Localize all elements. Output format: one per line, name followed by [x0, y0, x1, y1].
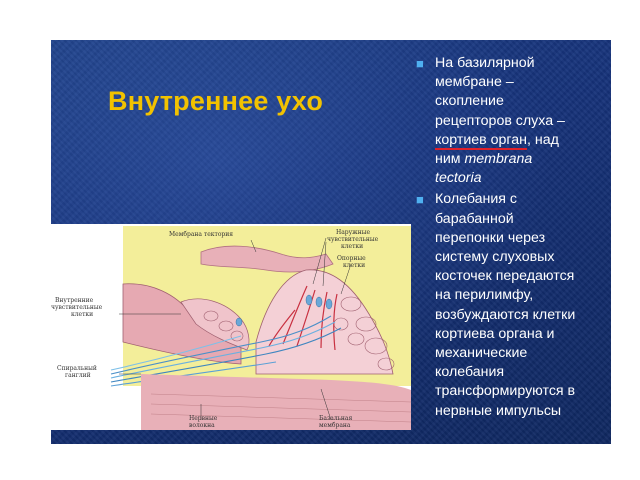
pillar-cells: [268, 285, 338, 351]
bullet-line: на перилимфу,: [435, 287, 534, 304]
underlined-term: кортиев орган: [435, 131, 527, 150]
bullet-line: возбуждаются клетки: [435, 306, 576, 323]
tectorial-membrane: [200, 245, 334, 273]
label-inner-sensory-cells: чувствительные: [51, 304, 103, 311]
bullet-line: мембране –: [435, 74, 514, 91]
bullet-line: Колебания с: [435, 191, 518, 208]
label-basal-membrane: мембрана: [319, 422, 351, 429]
label-outer-sensory-cells: Наружные: [336, 229, 370, 236]
bullet-square-icon: ■: [416, 56, 424, 71]
latin-term: membrana: [464, 151, 533, 168]
leader-lines: [119, 237, 352, 421]
bullet-line: На базилярной: [435, 55, 535, 71]
label-supporting-cells: Опорные: [337, 255, 366, 262]
cell-outlines: [203, 296, 395, 371]
label-inner-sensory-cells: клетки: [71, 311, 93, 318]
bullet-line: скопление: [435, 93, 504, 110]
bullet-line: колебания: [435, 364, 505, 381]
label-supporting-cells: клетки: [343, 262, 365, 269]
label-nerve-fibers: волокна: [189, 422, 215, 429]
label-outer-sensory-cells: чувствительные: [327, 236, 379, 243]
slide: Внутреннее ухо ■ На базилярной мембране …: [51, 40, 611, 444]
bullet-item: ■ На базилярной мембране – скопление рец…: [413, 54, 613, 188]
label-spiral-ganglion: Спиральный: [57, 365, 97, 372]
label-spiral-ganglion: ганглий: [65, 372, 91, 379]
bullet-line: косточек передаются: [435, 268, 575, 285]
bullet-text: , над: [527, 131, 559, 148]
bullet-line: механические: [435, 345, 528, 362]
bullet-line: перепонки через: [435, 229, 546, 246]
bullet-line: трансформируются в: [435, 383, 576, 400]
inner-hair-cell-region: [180, 298, 250, 351]
bullet-line: кортиев орган, над: [435, 131, 613, 150]
label-inner-sensory-cells: Внутренние: [55, 297, 94, 304]
bullet-line: систему слуховых: [435, 249, 555, 266]
organ-of-corti-illustration: Мембрана тектория Наружные чувствительны…: [51, 226, 411, 430]
bullet-line: кортиева органа и: [435, 325, 555, 342]
bullet-line: рецепторов слуха –: [435, 112, 565, 129]
bullet-item: ■ Колебания с барабанной перепонки через…: [413, 190, 613, 420]
bullet-line: барабанной: [435, 210, 514, 227]
label-tectorial-membrane: Мембрана тектория: [169, 231, 233, 238]
latin-term: tectoria: [435, 170, 482, 187]
label-outer-sensory-cells: клетки: [341, 243, 363, 250]
bullet-text: ним: [435, 151, 465, 168]
slide-title: Внутреннее ухо: [108, 86, 324, 116]
organ-of-corti-figure: Мембрана тектория Наружные чувствительны…: [51, 224, 411, 430]
basal-texture: [150, 393, 411, 423]
bullet-list: ■ На базилярной мембране – скопление рец…: [413, 54, 613, 421]
outer-hair-cells: [235, 294, 333, 327]
bullet-line: ним membrana: [435, 150, 613, 169]
label-nerve-fibers: Нервные: [189, 415, 218, 422]
label-basal-membrane: Базальная: [319, 415, 352, 422]
bullet-square-icon: ■: [416, 192, 424, 208]
bullet-line: нервные импульсы: [435, 402, 562, 419]
